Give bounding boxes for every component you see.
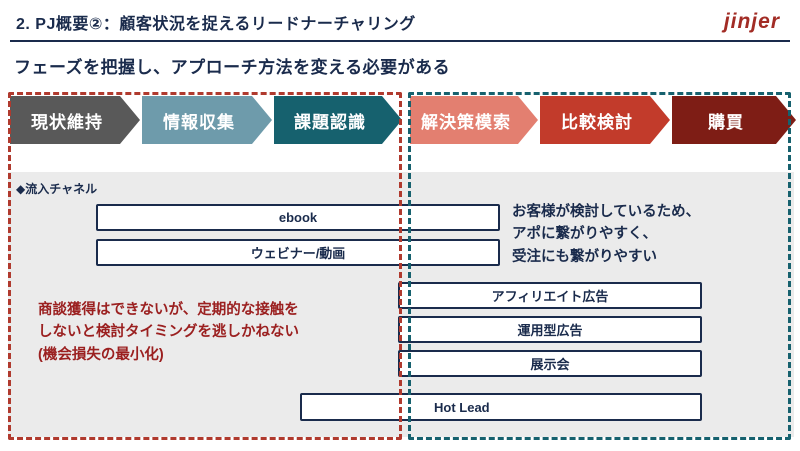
channel-label: 展示会 [530,357,570,372]
funnel-stage-label: 課題認識 [294,112,366,132]
channel-box-affiliate: アフィリエイト広告 [398,282,702,309]
funnel-stage-problem-awareness: 課題認識 [274,96,402,144]
channel-box-ebook: ebook [96,204,500,231]
funnel-stage-label: 比較検討 [561,112,633,132]
funnel-stage-label: 購買 [708,112,744,132]
channel-label: ebook [278,210,318,225]
funnel-stage-solution-search: 解決策模索 [410,96,538,144]
channel-label: アフィリエイト広告 [491,289,609,304]
note-line: しないと検討タイミングを逃しかねない [38,324,299,341]
page-title: 2. PJ概要②：顧客状況を捉えるリードナーチャリング [16,16,416,33]
inflow-channel-heading: ◆流入チャネル [16,182,98,196]
funnel-stage-comparison: 比較検討 [540,96,670,144]
funnel-stage-status-quo: 現状維持 [10,96,140,144]
slide-subtitle: フェーズを把握し、アプローチ方法を変える必要がある [14,58,451,77]
funnel-stage-info-gathering: 情報収集 [142,96,272,144]
funnel-stage-label: 解決策模索 [421,112,511,132]
channel-box-hot-lead: Hot Lead [300,393,702,421]
note-early-phase: 商談獲得はできないが、定期的な接触を しないと検討タイミングを逃しかねない (機… [38,299,299,366]
funnel-stage-label: 現状維持 [31,112,103,132]
note-line: (機会損失の最小化) [38,346,164,363]
note-line: お客様が検討しているため、 [512,204,701,220]
note-consideration-phase: お客様が検討しているため、 アポに繋がりやすく、 受注にも繋がりやすい [512,201,700,268]
note-line: 受注にも繋がりやすい [512,248,657,265]
channel-box-webinar: ウェビナー/動画 [96,239,500,266]
funnel-stage-purchase: 購買 [672,96,796,144]
channel-box-paid-ads: 運用型広告 [398,316,702,343]
channel-label: Hot Lead [434,399,490,415]
channel-box-exhibition: 展示会 [398,350,702,377]
title-divider [10,40,790,42]
jinjer-logo: jinjer [723,10,780,33]
note-line: アポに繋がりやすく、 [512,226,657,243]
note-line: 商談獲得はできないが、定期的な接触を [38,302,299,318]
channel-label: ウェビナー/動画 [250,246,346,261]
channel-label: 運用型広告 [517,323,583,338]
funnel-stage-label: 情報収集 [163,112,235,132]
